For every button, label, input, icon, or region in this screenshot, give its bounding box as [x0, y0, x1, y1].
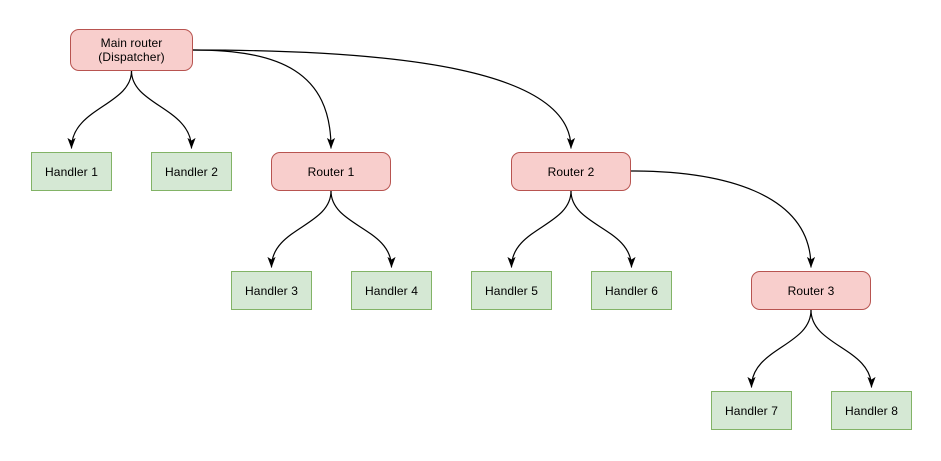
node-label-handler-3: Handler 3 — [245, 283, 298, 298]
edge-router-2-to-router-3 — [630, 170, 816, 268]
node-label-main-router: Main router (Dispatcher) — [98, 36, 165, 64]
node-router-3[interactable]: Router 3 — [751, 271, 871, 310]
node-label-handler-8: Handler 8 — [845, 403, 898, 418]
node-label-handler-1: Handler 1 — [45, 164, 98, 179]
node-label-handler-6: Handler 6 — [605, 283, 658, 298]
node-label-router-1: Router 1 — [307, 164, 355, 179]
edge-router-3-to-handler-8 — [810, 309, 876, 388]
node-handler-4[interactable]: Handler 4 — [351, 271, 432, 310]
node-label-handler-7: Handler 7 — [725, 403, 778, 418]
node-handler-2[interactable]: Handler 2 — [151, 152, 232, 191]
node-label-handler-2: Handler 2 — [165, 164, 218, 179]
node-handler-5[interactable]: Handler 5 — [471, 271, 552, 310]
node-router-1[interactable]: Router 1 — [271, 152, 391, 191]
node-main-router[interactable]: Main router (Dispatcher) — [70, 29, 193, 71]
node-label-handler-5: Handler 5 — [485, 283, 538, 298]
edge-main-to-router-1 — [192, 49, 336, 149]
edge-router-2-to-handler-5 — [507, 190, 572, 268]
edge-router-2-to-handler-6 — [570, 190, 636, 268]
edge-main-to-handler-1 — [67, 70, 133, 149]
node-handler-7[interactable]: Handler 7 — [711, 391, 792, 430]
node-label-router-3: Router 3 — [787, 283, 835, 298]
edge-router-1-to-handler-4 — [330, 190, 396, 268]
node-handler-1[interactable]: Handler 1 — [31, 152, 112, 191]
node-label-router-2: Router 2 — [547, 164, 595, 179]
edge-main-to-handler-2 — [130, 70, 196, 149]
edge-router-3-to-handler-7 — [747, 309, 812, 388]
edge-main-to-router-2 — [192, 49, 576, 149]
node-handler-8[interactable]: Handler 8 — [831, 391, 912, 430]
node-router-2[interactable]: Router 2 — [511, 152, 631, 191]
edge-router-1-to-handler-3 — [267, 190, 332, 268]
node-handler-3[interactable]: Handler 3 — [231, 271, 312, 310]
edges-group — [67, 49, 876, 388]
node-handler-6[interactable]: Handler 6 — [591, 271, 672, 310]
node-label-handler-4: Handler 4 — [365, 283, 418, 298]
